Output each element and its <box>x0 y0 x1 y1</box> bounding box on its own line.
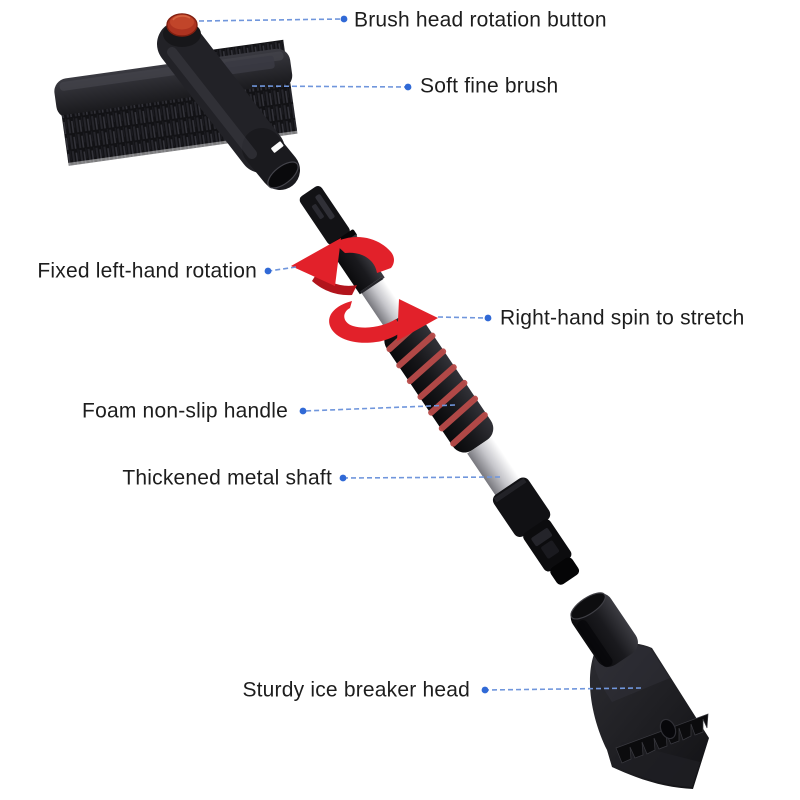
leader-dot <box>339 474 347 482</box>
label-brush-head-rotation-button: Brush head rotation button <box>354 8 607 32</box>
label-foam-non-slip-handle: Foam non-slip handle <box>82 399 288 423</box>
silver-insert <box>360 276 408 330</box>
leader-line-rotation-button <box>198 18 344 22</box>
rotation-arrow-left-icon <box>291 237 394 296</box>
rotation-arrow-right-icon <box>329 299 438 343</box>
leader-dot <box>481 686 489 694</box>
brush-neck <box>157 21 300 190</box>
label-soft-fine-brush: Soft fine brush <box>420 74 559 98</box>
leader-line-right-spin <box>437 316 488 319</box>
label-right-hand-spin-to-stretch: Right-hand spin to stretch <box>500 306 745 330</box>
label-sturdy-ice-breaker-head: Sturdy ice breaker head <box>242 678 470 702</box>
scraper-socket <box>570 592 638 668</box>
label-fixed-left-hand-rotation: Fixed left-hand rotation <box>37 259 257 283</box>
leader-line-soft-brush <box>251 85 408 88</box>
leader-line-ice-breaker <box>485 687 642 691</box>
metal-shaft <box>467 436 522 497</box>
brush-rotation-button <box>163 13 201 47</box>
pole-end-piece <box>523 519 580 585</box>
blade-hole <box>659 718 677 740</box>
leader-dot <box>484 314 492 322</box>
label-thickened-metal-shaft: Thickened metal shaft <box>122 466 332 490</box>
leader-line-metal-shaft <box>343 476 501 479</box>
telescoping-pole <box>299 186 638 668</box>
leader-dot <box>340 15 348 23</box>
leader-dot <box>299 407 307 415</box>
leader-lines <box>198 18 642 691</box>
leader-line-foam-handle <box>303 404 456 412</box>
leader-dots <box>264 15 492 694</box>
brush-head <box>54 13 300 190</box>
leader-line-left-rotation <box>268 266 297 272</box>
leader-dot <box>264 267 272 275</box>
leader-dot <box>404 83 412 91</box>
locking-collar <box>492 477 551 537</box>
